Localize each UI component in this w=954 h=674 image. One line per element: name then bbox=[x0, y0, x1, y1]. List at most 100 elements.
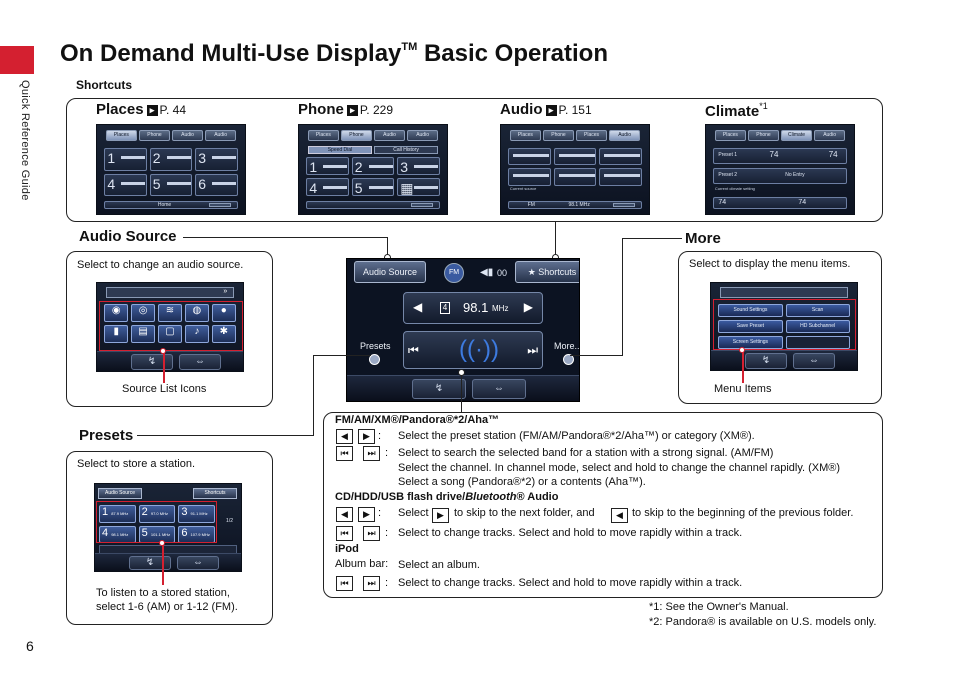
station-cell[interactable] bbox=[553, 148, 597, 166]
audio-shortcut-key[interactable]: ↯ bbox=[412, 379, 466, 399]
source-icon[interactable]: ▮ bbox=[104, 324, 129, 343]
source-icon[interactable]: ✱ bbox=[211, 324, 236, 343]
menu-item-save-preset[interactable]: Save Preset bbox=[718, 319, 783, 333]
presets-button[interactable] bbox=[369, 354, 380, 365]
shortcuts-button-mini[interactable]: Shortcuts bbox=[193, 488, 237, 499]
preset-number: 4 bbox=[440, 302, 450, 314]
shortcuts-button[interactable]: ★ Shortcuts bbox=[515, 261, 579, 283]
source-icon[interactable]: ▢ bbox=[158, 324, 182, 343]
tab-phone[interactable]: Phone bbox=[138, 130, 170, 141]
seek-back-icon: ⏮ bbox=[336, 446, 353, 461]
preset-cell[interactable]: 6 bbox=[195, 173, 238, 197]
fm-section-title: FM/AM/XM®/Pandora®*2/Aha™ bbox=[335, 414, 500, 426]
station-cell[interactable] bbox=[508, 148, 551, 166]
more-button[interactable] bbox=[563, 354, 574, 365]
track-cell[interactable] bbox=[599, 148, 642, 166]
seek-forward-icon: ⏭ bbox=[363, 576, 380, 591]
volume-level: 00 bbox=[497, 268, 508, 278]
preset-cell[interactable]: 3 bbox=[195, 148, 238, 171]
menu-item-scan[interactable]: Scan bbox=[785, 303, 850, 317]
tab-audio-2[interactable]: Audio bbox=[407, 130, 439, 141]
tab-places-2[interactable]: Places bbox=[576, 130, 608, 141]
preset-tiles-highlight bbox=[96, 501, 217, 543]
source-icon[interactable]: ≋ bbox=[158, 304, 182, 322]
speed-dial-tab[interactable]: Speed Dial bbox=[307, 146, 372, 155]
callout-line bbox=[162, 543, 164, 585]
main-display: Audio Source FM ◀▮ 00 ★ Shortcuts ◀ 4 98… bbox=[346, 258, 580, 402]
tab-audio[interactable]: Audio bbox=[814, 130, 846, 141]
preset-tile[interactable]: 3 91.1 MHz bbox=[178, 505, 215, 523]
tune-down-icon[interactable]: ◀ bbox=[413, 300, 423, 314]
page-title: On Demand Multi-Use DisplayTM Basic Oper… bbox=[60, 40, 609, 67]
speed-dial-cell[interactable]: 4 bbox=[306, 178, 349, 197]
preset-tile[interactable]: 2 97.0 MHz bbox=[138, 505, 176, 523]
seek-forward-icon: ⏭ bbox=[363, 526, 380, 541]
presets-caption-line2: select 1-6 (AM) or 1-12 (FM). bbox=[96, 601, 238, 613]
tab-places[interactable]: Places bbox=[714, 130, 746, 141]
menu-item-screen-settings[interactable]: Screen Settings bbox=[718, 335, 783, 349]
source-icon[interactable]: ▤ bbox=[131, 324, 156, 343]
source-icon[interactable]: ◉ bbox=[104, 304, 129, 322]
tab-climate[interactable]: Climate bbox=[781, 130, 813, 141]
tab-places[interactable]: Places bbox=[105, 130, 137, 141]
connector-line bbox=[387, 237, 388, 257]
preset-cell[interactable]: 1 bbox=[104, 148, 147, 171]
connector-line bbox=[313, 355, 314, 436]
current-source-label: Current source bbox=[509, 186, 537, 192]
footnote-2: *2: Pandora® is available on U.S. models… bbox=[649, 616, 877, 628]
station-cell[interactable] bbox=[553, 168, 597, 186]
tab-phone[interactable]: Phone bbox=[747, 130, 779, 141]
preset-cell[interactable]: 4 bbox=[104, 173, 147, 197]
seek-back-icon[interactable]: ⏮ bbox=[408, 343, 419, 357]
presets-desc: Select to store a station. bbox=[77, 458, 196, 470]
climate-shortcut-key[interactable]: ⇔ bbox=[472, 379, 526, 399]
home-bar[interactable]: Home bbox=[104, 200, 238, 209]
menu-items-highlight bbox=[713, 299, 856, 350]
dial-keypad-cell[interactable]: ▦ bbox=[397, 178, 440, 197]
section-tab bbox=[0, 46, 34, 74]
tab-phone[interactable]: Phone bbox=[542, 130, 574, 141]
callout-dot bbox=[159, 540, 165, 546]
tab-audio-2[interactable]: Audio bbox=[205, 130, 237, 141]
presets-label: Presets bbox=[360, 341, 391, 351]
station-cell[interactable] bbox=[508, 168, 551, 186]
presets-caption-line1: To listen to a stored station, bbox=[96, 587, 230, 599]
side-label: Quick Reference Guide bbox=[19, 80, 31, 201]
preset-cell[interactable]: 2 bbox=[149, 148, 193, 171]
menu-item-hd-subchannel[interactable]: HD Subchannel bbox=[785, 319, 850, 333]
preset-tile[interactable]: 1 87.9 MHz bbox=[99, 505, 136, 523]
source-icon[interactable]: ♪ bbox=[184, 324, 209, 343]
callout-dot bbox=[160, 348, 166, 354]
tune-up-icon[interactable]: ▶ bbox=[523, 300, 533, 314]
tab-audio[interactable]: Audio bbox=[609, 130, 641, 141]
tab-places[interactable]: Places bbox=[307, 130, 339, 141]
tab-phone[interactable]: Phone bbox=[340, 130, 372, 141]
speed-dial-cell[interactable]: 2 bbox=[351, 157, 395, 176]
speed-dial-cell[interactable]: 3 bbox=[397, 157, 440, 176]
colon: : bbox=[385, 447, 389, 459]
speed-dial-cell[interactable]: 1 bbox=[306, 157, 349, 176]
tuner-bar: ◀ 4 98.1 MHz ▶ bbox=[403, 292, 543, 324]
track-cell[interactable] bbox=[599, 168, 642, 186]
source-icon[interactable]: ◎ bbox=[131, 304, 156, 322]
menu-item-sound-settings[interactable]: Sound Settings bbox=[718, 303, 783, 317]
call-history-tab[interactable]: Call History bbox=[374, 146, 439, 155]
source-icon[interactable]: ● bbox=[211, 304, 236, 322]
connector-line bbox=[313, 355, 371, 356]
preset-tile[interactable]: 4 98.1 MHz bbox=[99, 525, 136, 543]
album-bar-label: Album bar: bbox=[335, 558, 389, 570]
tab-audio[interactable]: Audio bbox=[374, 130, 406, 141]
audio-source-button[interactable]: Audio Source bbox=[354, 261, 426, 283]
fm-line-2: Select to search the selected band for a… bbox=[398, 447, 774, 459]
connector-line bbox=[137, 435, 313, 436]
source-icon[interactable]: ◍ bbox=[184, 304, 209, 322]
preset-cell[interactable]: 5 bbox=[149, 173, 193, 197]
seek-forward-icon[interactable]: ⏭ bbox=[527, 343, 538, 357]
audio-source-button-mini[interactable]: Audio Source bbox=[98, 488, 142, 499]
speed-dial-cell[interactable]: 5 bbox=[351, 178, 395, 197]
tab-places[interactable]: Places bbox=[509, 130, 541, 141]
tab-audio[interactable]: Audio bbox=[172, 130, 204, 141]
